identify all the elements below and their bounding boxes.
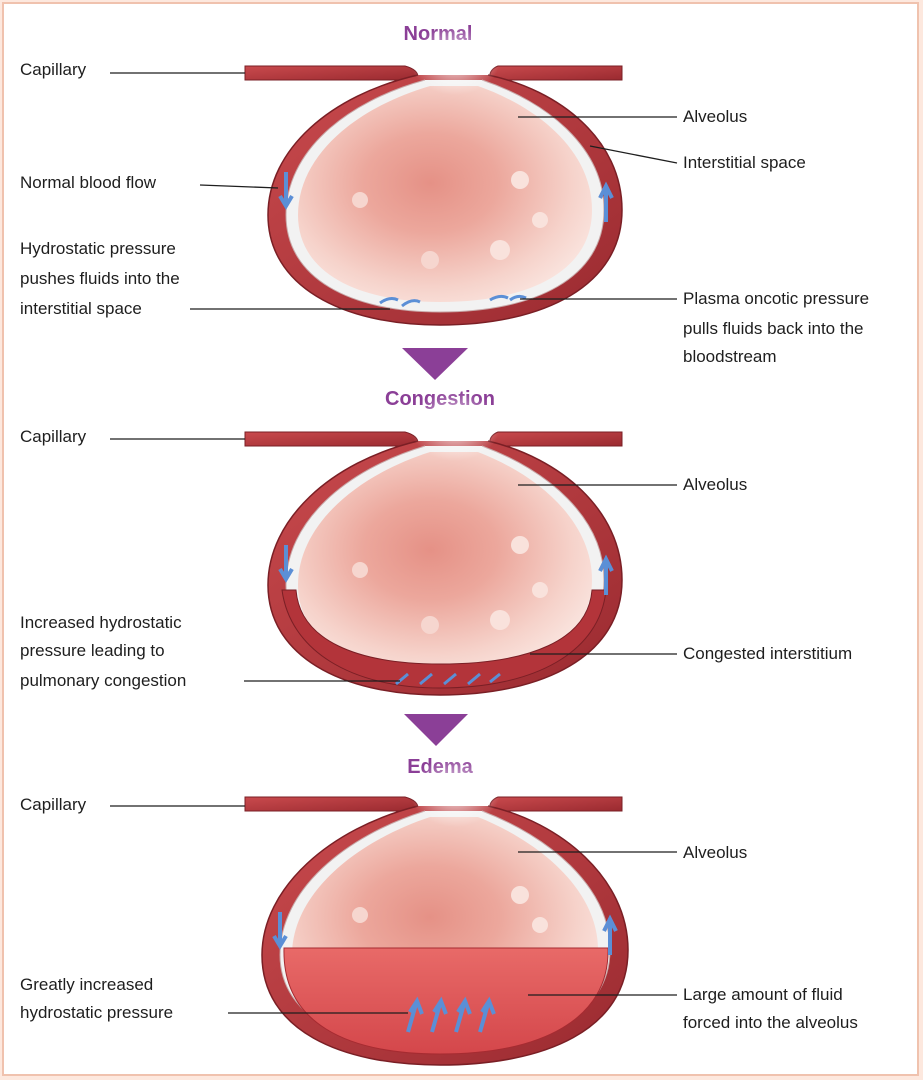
label-interstitial-space: Interstitial space <box>683 153 806 172</box>
capillary-vessel <box>245 66 418 80</box>
alveolus-illustration-normal <box>245 25 622 325</box>
label-fluid-line-1: Large amount of fluid <box>683 985 843 1004</box>
label-capillary: Capillary <box>20 60 87 79</box>
label-oncotic-line-3: bloodstream <box>683 347 777 366</box>
label-hydrostatic-line-3: interstitial space <box>20 299 142 318</box>
alveolus-illustration-edema <box>245 757 628 1065</box>
label-alveolus: Alveolus <box>683 107 747 126</box>
label-oncotic-line-2: pulls fluids back into the <box>683 319 864 338</box>
leader-line <box>200 185 278 188</box>
label-greatly-increased-line-2: hydrostatic pressure <box>20 1003 173 1022</box>
transition-arrow-icon <box>404 714 468 746</box>
capillary-vessel <box>245 797 418 811</box>
label-capillary: Capillary <box>20 427 87 446</box>
capillary-vessel <box>490 66 622 80</box>
alveolus-opening <box>410 757 500 827</box>
stage-congestion: Congestion Capillary Alveolus Increased … <box>20 388 852 695</box>
label-normal-blood-flow: Normal blood flow <box>20 173 157 192</box>
transition-arrow-icon <box>402 348 468 380</box>
capillary-vessel <box>490 797 622 811</box>
alveolus-opening <box>410 391 500 461</box>
label-alveolus: Alveolus <box>683 475 747 494</box>
capillary-vessel <box>245 432 418 446</box>
label-increased-pressure-line-3: pulmonary congestion <box>20 671 186 690</box>
stage-normal: Normal Capillary Alveolus <box>20 23 869 366</box>
alveolus-illustration-congestion <box>245 391 622 695</box>
capillary-vessel <box>490 432 622 446</box>
label-increased-pressure-line-1: Increased hydrostatic <box>20 613 182 632</box>
label-greatly-increased-line-1: Greatly increased <box>20 975 153 994</box>
label-oncotic-line-1: Plasma oncotic pressure <box>683 289 869 308</box>
label-capillary: Capillary <box>20 795 87 814</box>
label-congested-interstitium: Congested interstitium <box>683 644 852 663</box>
alveolus-opening <box>410 25 500 95</box>
stage-edema: Edema Capillary Alveolus <box>20 756 858 1065</box>
label-hydrostatic-line-1: Hydrostatic pressure <box>20 239 176 258</box>
label-hydrostatic-line-2: pushes fluids into the <box>20 269 180 288</box>
label-increased-pressure-line-2: pressure leading to <box>20 641 165 660</box>
label-alveolus: Alveolus <box>683 843 747 862</box>
label-fluid-line-2: forced into the alveolus <box>683 1013 858 1032</box>
